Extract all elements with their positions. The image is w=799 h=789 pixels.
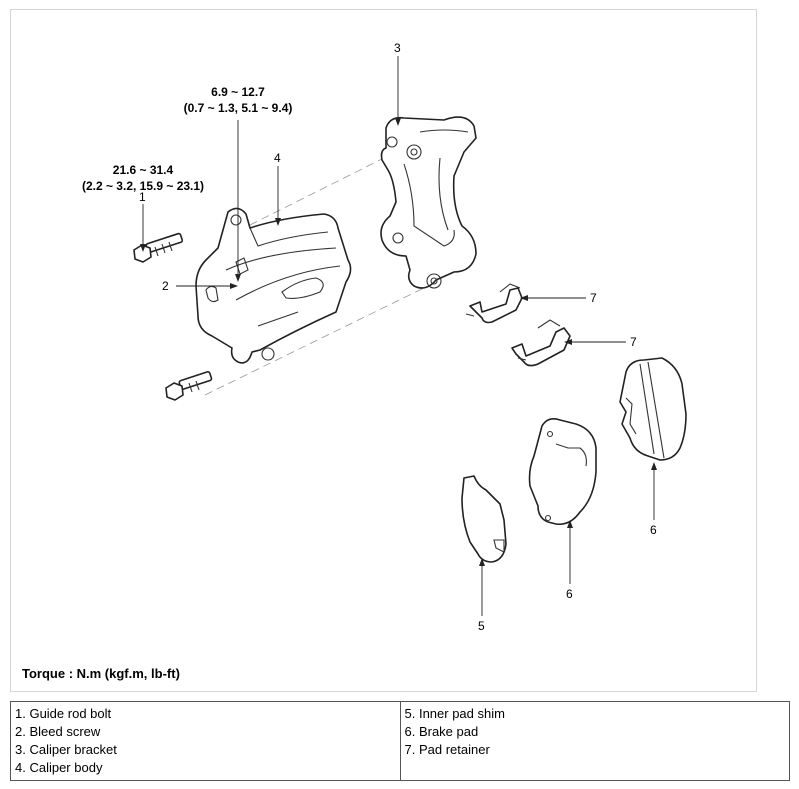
inner-pad-shim <box>461 475 507 563</box>
assembly-guide-line-upper <box>249 149 401 226</box>
arrowhead-7-upper <box>520 295 528 301</box>
callout-6-inner: 6 <box>566 587 573 601</box>
brake-pad-outer <box>619 357 687 461</box>
exploded-diagram: 1 2 3 4 5 6 6 7 7 6.9 ~ 12.7 (0.7 ~ 1.3,… <box>82 41 687 633</box>
legend-item: 3. Caliper bracket <box>15 742 117 757</box>
brake-pad-inner <box>528 418 597 526</box>
legend-item: 2. Bleed screw <box>15 724 101 739</box>
legend-item: 4. Caliper body <box>15 760 103 775</box>
parts-legend-table: 1. Guide rod bolt 2. Bleed screw 3. Cali… <box>10 701 790 781</box>
figure-frame <box>10 9 757 692</box>
caliper-body <box>195 207 352 364</box>
legend-item: 6. Brake pad <box>404 724 479 739</box>
legend-column-left: 1. Guide rod bolt 2. Bleed screw 3. Cali… <box>10 701 401 781</box>
arrowhead-6-outer <box>651 462 657 470</box>
guide-rod-bolt-lower <box>165 371 213 401</box>
bleed-screw-torque-line2: (0.7 ~ 1.3, 5.1 ~ 9.4) <box>184 101 293 115</box>
arrowhead-5 <box>479 558 485 566</box>
callout-1: 1 <box>139 190 146 204</box>
callout-2: 2 <box>162 279 169 293</box>
guide-rod-bolt-torque-line2: (2.2 ~ 3.2, 15.9 ~ 23.1) <box>82 179 204 193</box>
callout-6-outer: 6 <box>650 523 657 537</box>
torque-unit-caption: Torque : N.m (kgf.m, lb-ft) <box>22 666 180 681</box>
legend-item: 7. Pad retainer <box>404 742 490 757</box>
guide-rod-bolt-upper <box>133 232 184 263</box>
pad-retainer-lower <box>511 319 571 367</box>
callout-3: 3 <box>394 41 401 55</box>
arrowhead-3 <box>395 118 401 126</box>
callout-7-upper: 7 <box>590 291 597 305</box>
callout-5: 5 <box>478 619 485 633</box>
bleed-screw-torque-line1: 6.9 ~ 12.7 <box>211 85 265 99</box>
legend-column-right: 5. Inner pad shim 6. Brake pad 7. Pad re… <box>399 701 790 781</box>
legend-item: 1. Guide rod bolt <box>15 706 112 721</box>
arrowhead-6-inner <box>567 520 573 528</box>
pad-retainer-upper <box>465 283 523 324</box>
arrowhead-1 <box>140 244 146 252</box>
caliper-bracket <box>380 116 477 289</box>
callout-7-lower: 7 <box>630 335 637 349</box>
legend-item: 5. Inner pad shim <box>404 706 505 721</box>
arrowhead-2 <box>230 283 238 289</box>
callout-4: 4 <box>274 151 281 165</box>
arrowhead-4 <box>275 218 281 226</box>
arrowhead-7-lower <box>564 339 572 345</box>
assembly-guide-line-lower <box>204 284 431 396</box>
arrowhead-bleed <box>235 274 241 282</box>
guide-rod-bolt-torque-line1: 21.6 ~ 31.4 <box>113 163 174 177</box>
